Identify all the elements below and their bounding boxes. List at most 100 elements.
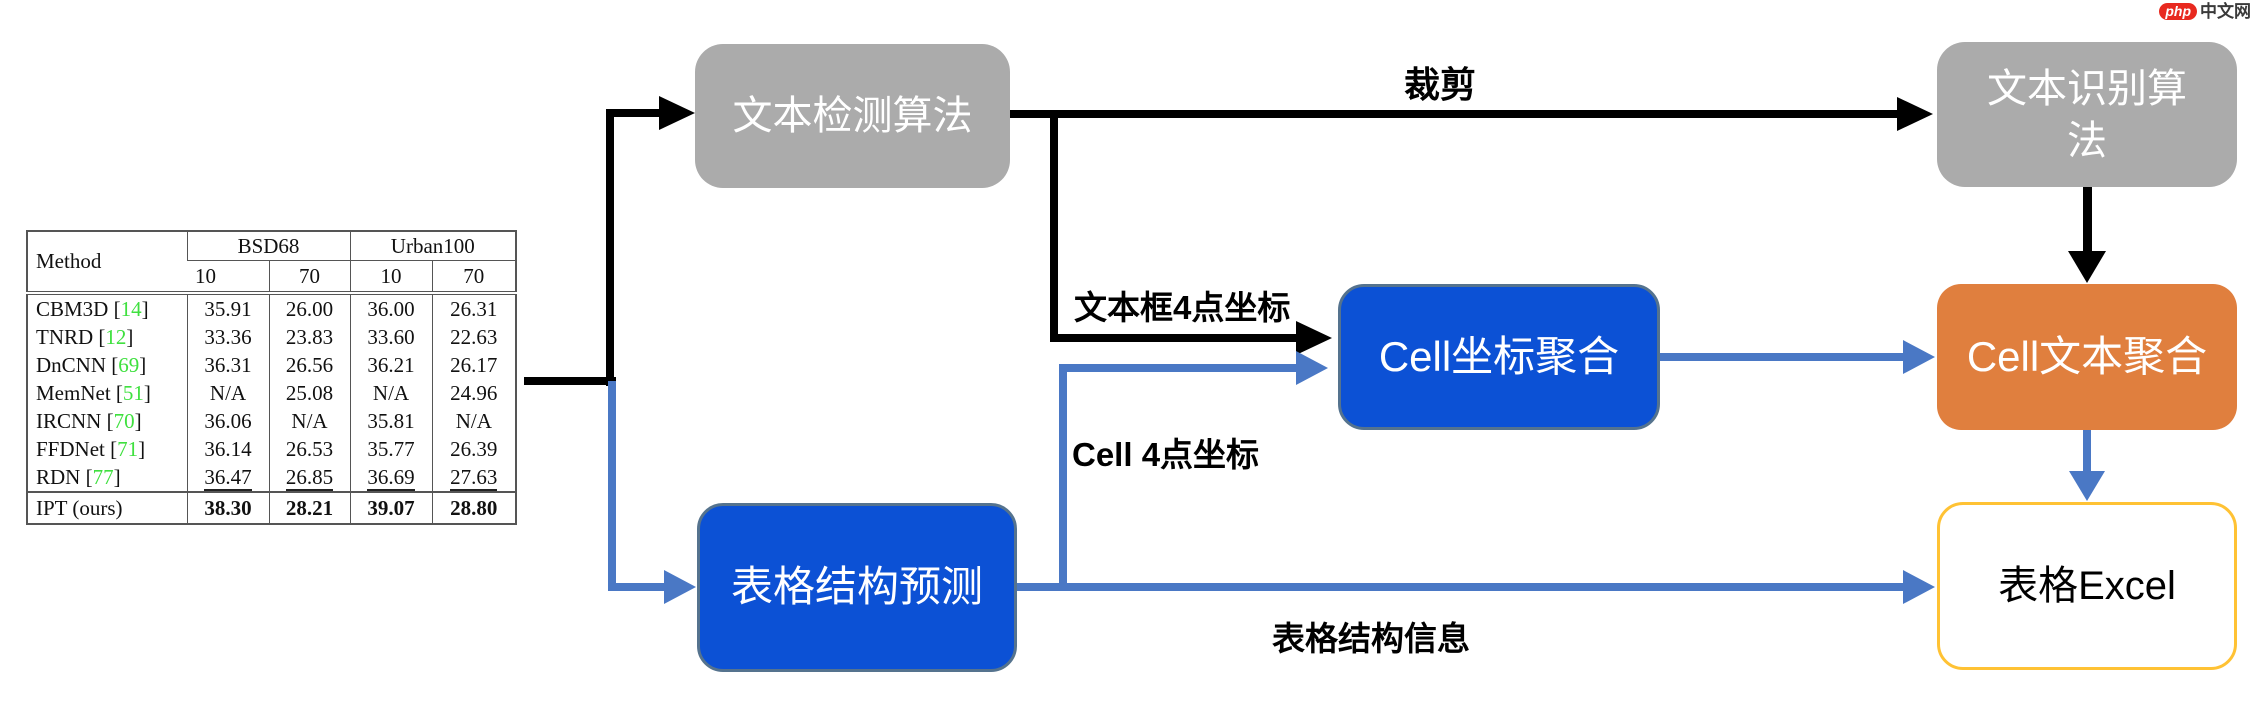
value-cell: 35.91 (186, 291, 269, 323)
edge-detection-to-recognition (1010, 110, 1897, 118)
arrowhead-into-excel-left (1903, 570, 1935, 604)
header-urban100: Urban100 (349, 231, 517, 261)
edge-cellcoords-up-vertical (1059, 364, 1067, 591)
node-text-detection: 文本检测算法 (695, 44, 1010, 188)
value-cell: 26.17 (431, 351, 517, 379)
value-cell: 36.21 (349, 351, 433, 379)
value-cell: 26.85 (268, 463, 351, 492)
edge-recognition-down (2083, 187, 2092, 251)
results-table: Method BSD68 Urban100 10 70 10 70 CBM3D … (26, 230, 518, 525)
method-cell: RDN [77] (36, 464, 121, 489)
citation-ref: 77 (92, 464, 114, 489)
edge-structure-to-excel (1017, 583, 1903, 591)
value-cell: 39.07 (349, 491, 433, 524)
edge-into-detection (606, 109, 660, 117)
value-cell: 36.47 (186, 463, 269, 492)
value-cell: 33.60 (349, 323, 433, 351)
citation-ref: 71 (117, 436, 139, 461)
label-structure-info: 表格结构信息 (1272, 620, 1470, 657)
label-cell-coords: Cell 4点坐标 (1072, 436, 1260, 473)
node-text-recognition: 文本识别算法 (1937, 42, 2237, 187)
method-cell: FFDNet [71] (36, 436, 146, 461)
value-cell: 26.31 (431, 291, 517, 323)
subheader-sigma: 70 (268, 260, 351, 293)
value-cell: 23.83 (268, 323, 351, 351)
citation-ref: 70 (113, 408, 135, 433)
value-cell: 26.00 (268, 291, 351, 323)
subheader-sigma: 10 (349, 260, 433, 293)
header-bsd68: BSD68 (186, 231, 351, 261)
edge-into-structure (608, 583, 664, 591)
arrowhead-into-celltext-left (1903, 340, 1935, 374)
value-cell: N/A (186, 379, 269, 407)
method-cell: CBM3D [14] (27, 291, 187, 323)
value-cell: 33.36 (186, 323, 269, 351)
value-cell: 26.53 (268, 435, 351, 463)
citation-ref: 69 (118, 352, 140, 377)
header-method: Method (27, 231, 187, 294)
value-cell: 36.06 (186, 407, 269, 435)
node-cell-text-merge: Cell文本聚合 (1937, 284, 2237, 430)
value-cell: 22.63 (431, 323, 517, 351)
results-table-header: Method BSD68 Urban100 10 70 10 70 (27, 231, 517, 294)
edge-textbox-drop-horizontal (1050, 334, 1296, 342)
value-cell: 27.63 (431, 463, 517, 492)
edge-celltext-down (2083, 430, 2091, 471)
arrowhead-into-structure (664, 570, 696, 604)
edge-cellcoord-to-celltext (1660, 353, 1903, 361)
value-cell: 38.30 (186, 491, 269, 524)
method-cell: IPT (ours) (27, 491, 187, 524)
subheader-sigma: 70 (431, 260, 517, 293)
value-cell: 35.81 (349, 407, 433, 435)
arrowhead-into-excel-top (2069, 471, 2105, 501)
php-cn-logo: php 中文网 (2159, 3, 2251, 20)
node-table-excel: 表格Excel (1937, 502, 2237, 670)
arrowhead-into-celltext-top (2068, 251, 2106, 283)
value-cell: N/A (268, 407, 351, 435)
edge-table-out (524, 377, 616, 385)
method-cell: MemNet [51] (36, 380, 151, 405)
php-logo-text: 中文网 (2200, 2, 2251, 21)
method-cell: TNRD [12] (36, 324, 134, 349)
edge-branch-up (606, 109, 614, 386)
value-cell: 36.14 (186, 435, 269, 463)
value-cell: 36.69 (349, 463, 433, 492)
citation-ref: 12 (105, 324, 127, 349)
method-cell: IRCNN [70] (36, 408, 142, 433)
value-cell: N/A (349, 379, 433, 407)
citation-ref: 51 (122, 380, 144, 405)
value-cell: 24.96 (431, 379, 517, 407)
value-cell: 28.21 (268, 491, 351, 524)
arrowhead-cellcoords-into-cellcoord (1296, 351, 1328, 385)
value-cell: N/A (431, 407, 517, 435)
label-crop: 裁剪 (1404, 64, 1477, 105)
value-cell: 26.56 (268, 351, 351, 379)
value-cell: 26.39 (431, 435, 517, 463)
method-cell: DnCNN [69] (36, 352, 147, 377)
edge-textbox-drop-vertical (1050, 110, 1058, 342)
value-cell: 28.80 (431, 491, 517, 524)
edge-cellcoords-horizontal (1059, 364, 1296, 372)
citation-ref: 14 (120, 296, 142, 321)
label-textbox-coords: 文本框4点坐标 (1074, 289, 1291, 326)
subheader-sigma: 10 (195, 263, 216, 288)
value-cell: 35.77 (349, 435, 433, 463)
node-cell-coord-merge: Cell坐标聚合 (1338, 284, 1660, 430)
value-cell: 25.08 (268, 379, 351, 407)
arrowhead-textbox-into-cellcoord (1296, 321, 1332, 355)
node-table-structure: 表格结构预测 (697, 503, 1017, 672)
edge-branch-down (608, 381, 616, 591)
arrowhead-into-detection (659, 96, 695, 130)
value-cell: 36.31 (186, 351, 269, 379)
php-logo-badge: php (2159, 3, 2197, 20)
value-cell: 36.00 (349, 291, 433, 323)
